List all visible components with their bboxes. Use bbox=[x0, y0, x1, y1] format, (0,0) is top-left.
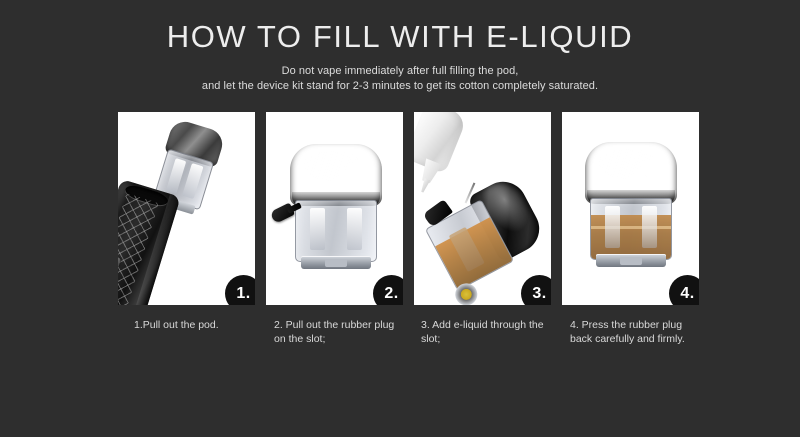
step-4-caption-line-1: 4. Press the rubber plug bbox=[570, 319, 683, 331]
pod-cap-graphic bbox=[290, 144, 382, 206]
step-3-badge: 3. bbox=[521, 275, 551, 305]
bottle-tip bbox=[419, 178, 430, 193]
step-1-caption: 1.Pull out the pod. bbox=[118, 318, 255, 332]
step-2-caption-line-1: 2. Pull out the rubber plug bbox=[274, 319, 395, 331]
step-3-caption-line-1: 3. Add e-liquid through the bbox=[421, 319, 544, 331]
step-3-caption-line-2: slot; bbox=[421, 333, 441, 345]
step-3-caption: 3. Add e-liquid through the slot; bbox=[414, 318, 551, 346]
step-4-caption: 4. Press the rubber plug back carefully … bbox=[562, 318, 699, 346]
step-1-image: 1. bbox=[118, 112, 255, 305]
step-1-badge: 1. bbox=[225, 275, 255, 305]
step-2-badge: 2. bbox=[373, 275, 403, 305]
step-3: 3. 3. Add e-liquid through the slot; bbox=[414, 112, 551, 346]
eliquid-fill bbox=[591, 214, 671, 259]
pod-graphic bbox=[269, 144, 382, 270]
device-body-graphic bbox=[118, 178, 181, 305]
step-4-badge: 4. bbox=[669, 275, 699, 305]
page-title: HOW TO FILL WITH E-LIQUID bbox=[166, 19, 634, 54]
pod-cap-highlight bbox=[303, 151, 361, 181]
pod-coil-right bbox=[347, 208, 362, 250]
pod-coil-right bbox=[642, 206, 657, 248]
step-4-image: 4. bbox=[562, 112, 699, 305]
subtitle-line-2: and let the device kit stand for 2-3 min… bbox=[201, 79, 599, 92]
pod-cap-highlight bbox=[598, 149, 656, 179]
pod-with-rubber-plug-removed-illustration bbox=[266, 112, 403, 305]
step-2: 2. 2. Pull out the rubber plug on the sl… bbox=[266, 112, 403, 346]
step-3-image: 3. bbox=[414, 112, 551, 305]
pod-tank-graphic bbox=[590, 198, 672, 260]
steps-row: 1. 1.Pull out the pod. bbox=[118, 112, 699, 346]
pod-base-graphic bbox=[301, 256, 371, 269]
pod-coil-left bbox=[310, 208, 325, 250]
eliquid-surface-line bbox=[591, 226, 671, 230]
subtitle-line-1: Do not vape immediately after full filli… bbox=[281, 64, 519, 77]
pod-cap-graphic bbox=[585, 142, 677, 204]
pod-base-graphic bbox=[596, 254, 666, 267]
pod-coil-left bbox=[605, 206, 620, 248]
step-2-caption: 2. Pull out the rubber plug on the slot; bbox=[266, 318, 403, 346]
pod-tank-graphic bbox=[295, 200, 377, 262]
filled-pod-sealed-illustration bbox=[562, 112, 699, 305]
page-subtitle: Do not vape immediately after full filli… bbox=[0, 64, 800, 94]
page-header: HOW TO FILL WITH E-LIQUID Do not vape im… bbox=[0, 0, 800, 94]
step-4-caption-line-2: back carefully and firmly. bbox=[570, 333, 685, 345]
step-1: 1. 1.Pull out the pod. bbox=[118, 112, 255, 346]
step-1-caption-line-1: 1.Pull out the pod. bbox=[134, 319, 219, 331]
step-2-image: 2. bbox=[266, 112, 403, 305]
pod-graphic bbox=[585, 142, 677, 268]
step-4: 4. 4. Press the rubber plug back careful… bbox=[562, 112, 699, 346]
eliquid-bottle-graphic bbox=[414, 112, 471, 204]
step-2-caption-line-2: on the slot; bbox=[274, 333, 326, 345]
